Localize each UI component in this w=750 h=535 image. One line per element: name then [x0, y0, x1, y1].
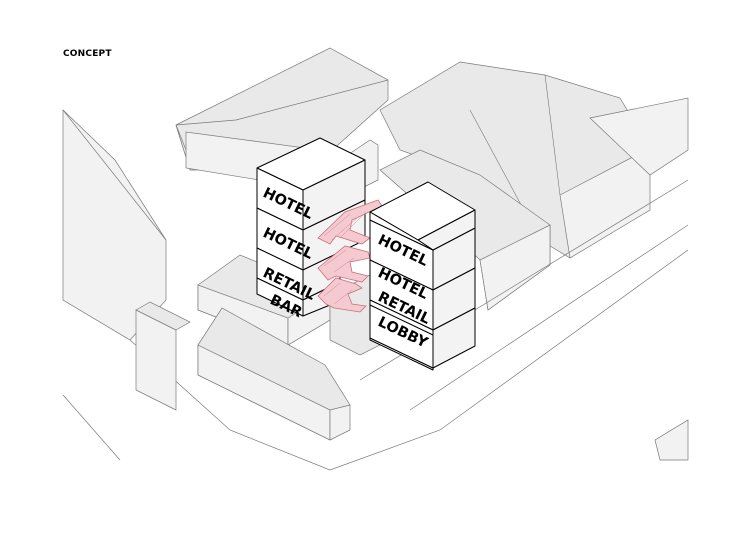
context-slab-left: [62, 109, 167, 341]
connector-bridges: [317, 199, 383, 313]
connector-bridge-2: [317, 245, 371, 283]
connector-bridge-1: [317, 199, 383, 245]
context-buildings: [62, 47, 689, 471]
page-title: CONCEPT: [63, 49, 112, 59]
context-plane-right: [589, 97, 689, 176]
connector-bridge-3: [317, 277, 367, 313]
right-tower: HOTEL HOTEL RETAIL LOBBY: [369, 181, 476, 371]
